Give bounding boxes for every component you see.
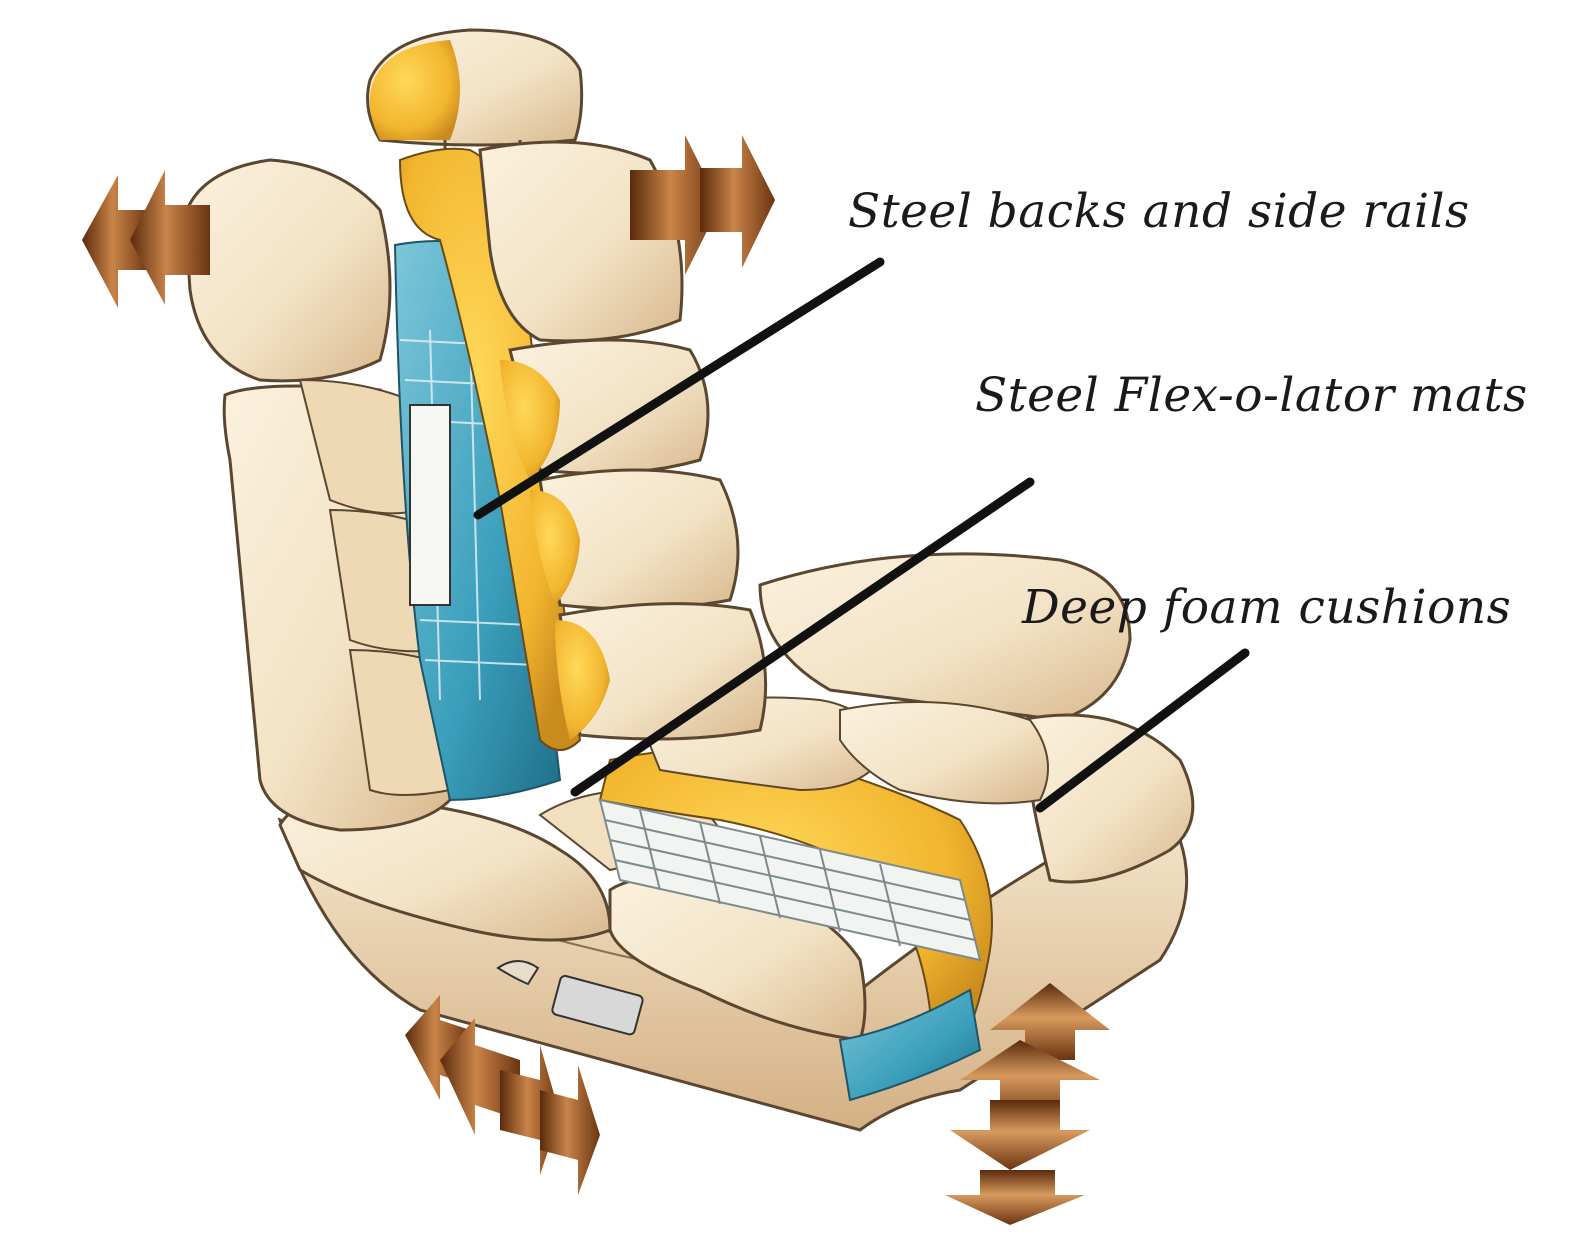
seat-back	[185, 30, 766, 830]
callout-steel-backs: Steel backs and side rails	[848, 188, 1470, 235]
callout-flex-o-lator-mats: Steel Flex-o-lator mats	[975, 372, 1528, 419]
callout-deep-foam-cushions: Deep foam cushions	[1022, 584, 1511, 631]
